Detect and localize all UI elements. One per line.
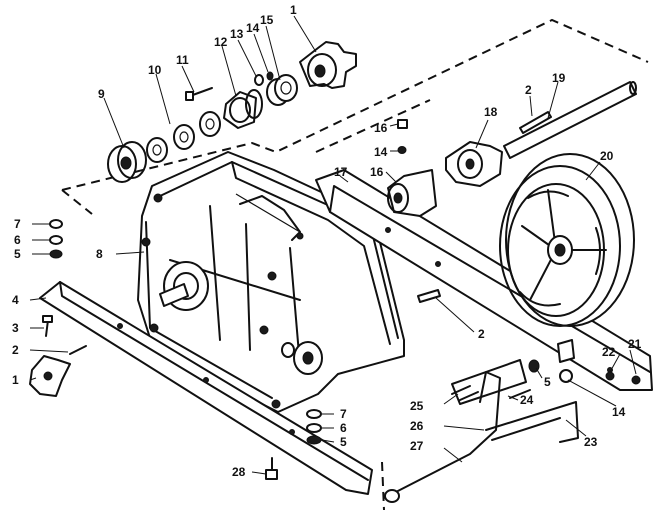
label-part-5-bottom: 5 [340, 435, 347, 449]
label-part-1-left: 1 [12, 373, 19, 387]
label-part-2-mid: 2 [478, 327, 485, 341]
label-part-14-top: 14 [246, 21, 260, 35]
side-plate [315, 169, 653, 391]
label-part-28: 28 [232, 465, 246, 479]
label-part-20: 20 [600, 149, 614, 163]
label-part-16-a: 16 [374, 121, 388, 135]
label-part-5-left: 5 [14, 247, 21, 261]
label-part-19: 19 [552, 71, 566, 85]
label-part-26: 26 [410, 419, 424, 433]
leader-lines [29, 15, 637, 475]
label-part-23: 23 [584, 435, 598, 449]
label-part-14-mid: 14 [374, 145, 388, 159]
label-part-27: 27 [410, 439, 424, 453]
label-part-25: 25 [410, 399, 424, 413]
label-part-6-left: 6 [14, 233, 21, 247]
label-part-24: 24 [520, 393, 534, 407]
label-part-12: 12 [214, 35, 228, 49]
label-part-6-bottom: 6 [340, 421, 347, 435]
left-small-parts [29, 219, 87, 397]
label-part-1-top: 1 [290, 3, 297, 17]
label-part-14-right: 14 [612, 405, 626, 419]
label-part-11: 11 [176, 53, 189, 67]
linkage-parts [265, 339, 641, 503]
top-shaft-parts [107, 41, 357, 183]
label-part-9: 9 [98, 87, 105, 101]
label-part-4: 4 [12, 293, 19, 307]
label-part-8: 8 [96, 247, 103, 261]
label-part-13: 13 [230, 27, 244, 41]
label-part-2-left: 2 [12, 343, 19, 357]
label-part-22: 22 [602, 345, 616, 359]
assembly-dashed-outline [61, 18, 649, 511]
label-part-5-right: 5 [544, 375, 551, 389]
angle-bracket-frame [39, 281, 373, 495]
pulley-wheel [499, 153, 635, 327]
label-part-17: 17 [334, 165, 348, 179]
drive-shaft-parts [387, 81, 637, 303]
label-part-2-top: 2 [525, 83, 532, 97]
part-labels: 1 9 10 11 12 13 14 15 2 19 16 14 18 16 1… [12, 3, 642, 479]
label-part-21: 21 [628, 337, 642, 351]
label-part-15: 15 [260, 13, 274, 27]
label-part-16-b: 16 [370, 165, 384, 179]
label-part-3: 3 [12, 321, 19, 335]
label-part-7-left: 7 [14, 217, 21, 231]
label-part-10: 10 [148, 63, 162, 77]
label-part-18: 18 [484, 105, 498, 119]
label-part-7-bottom: 7 [340, 407, 347, 421]
